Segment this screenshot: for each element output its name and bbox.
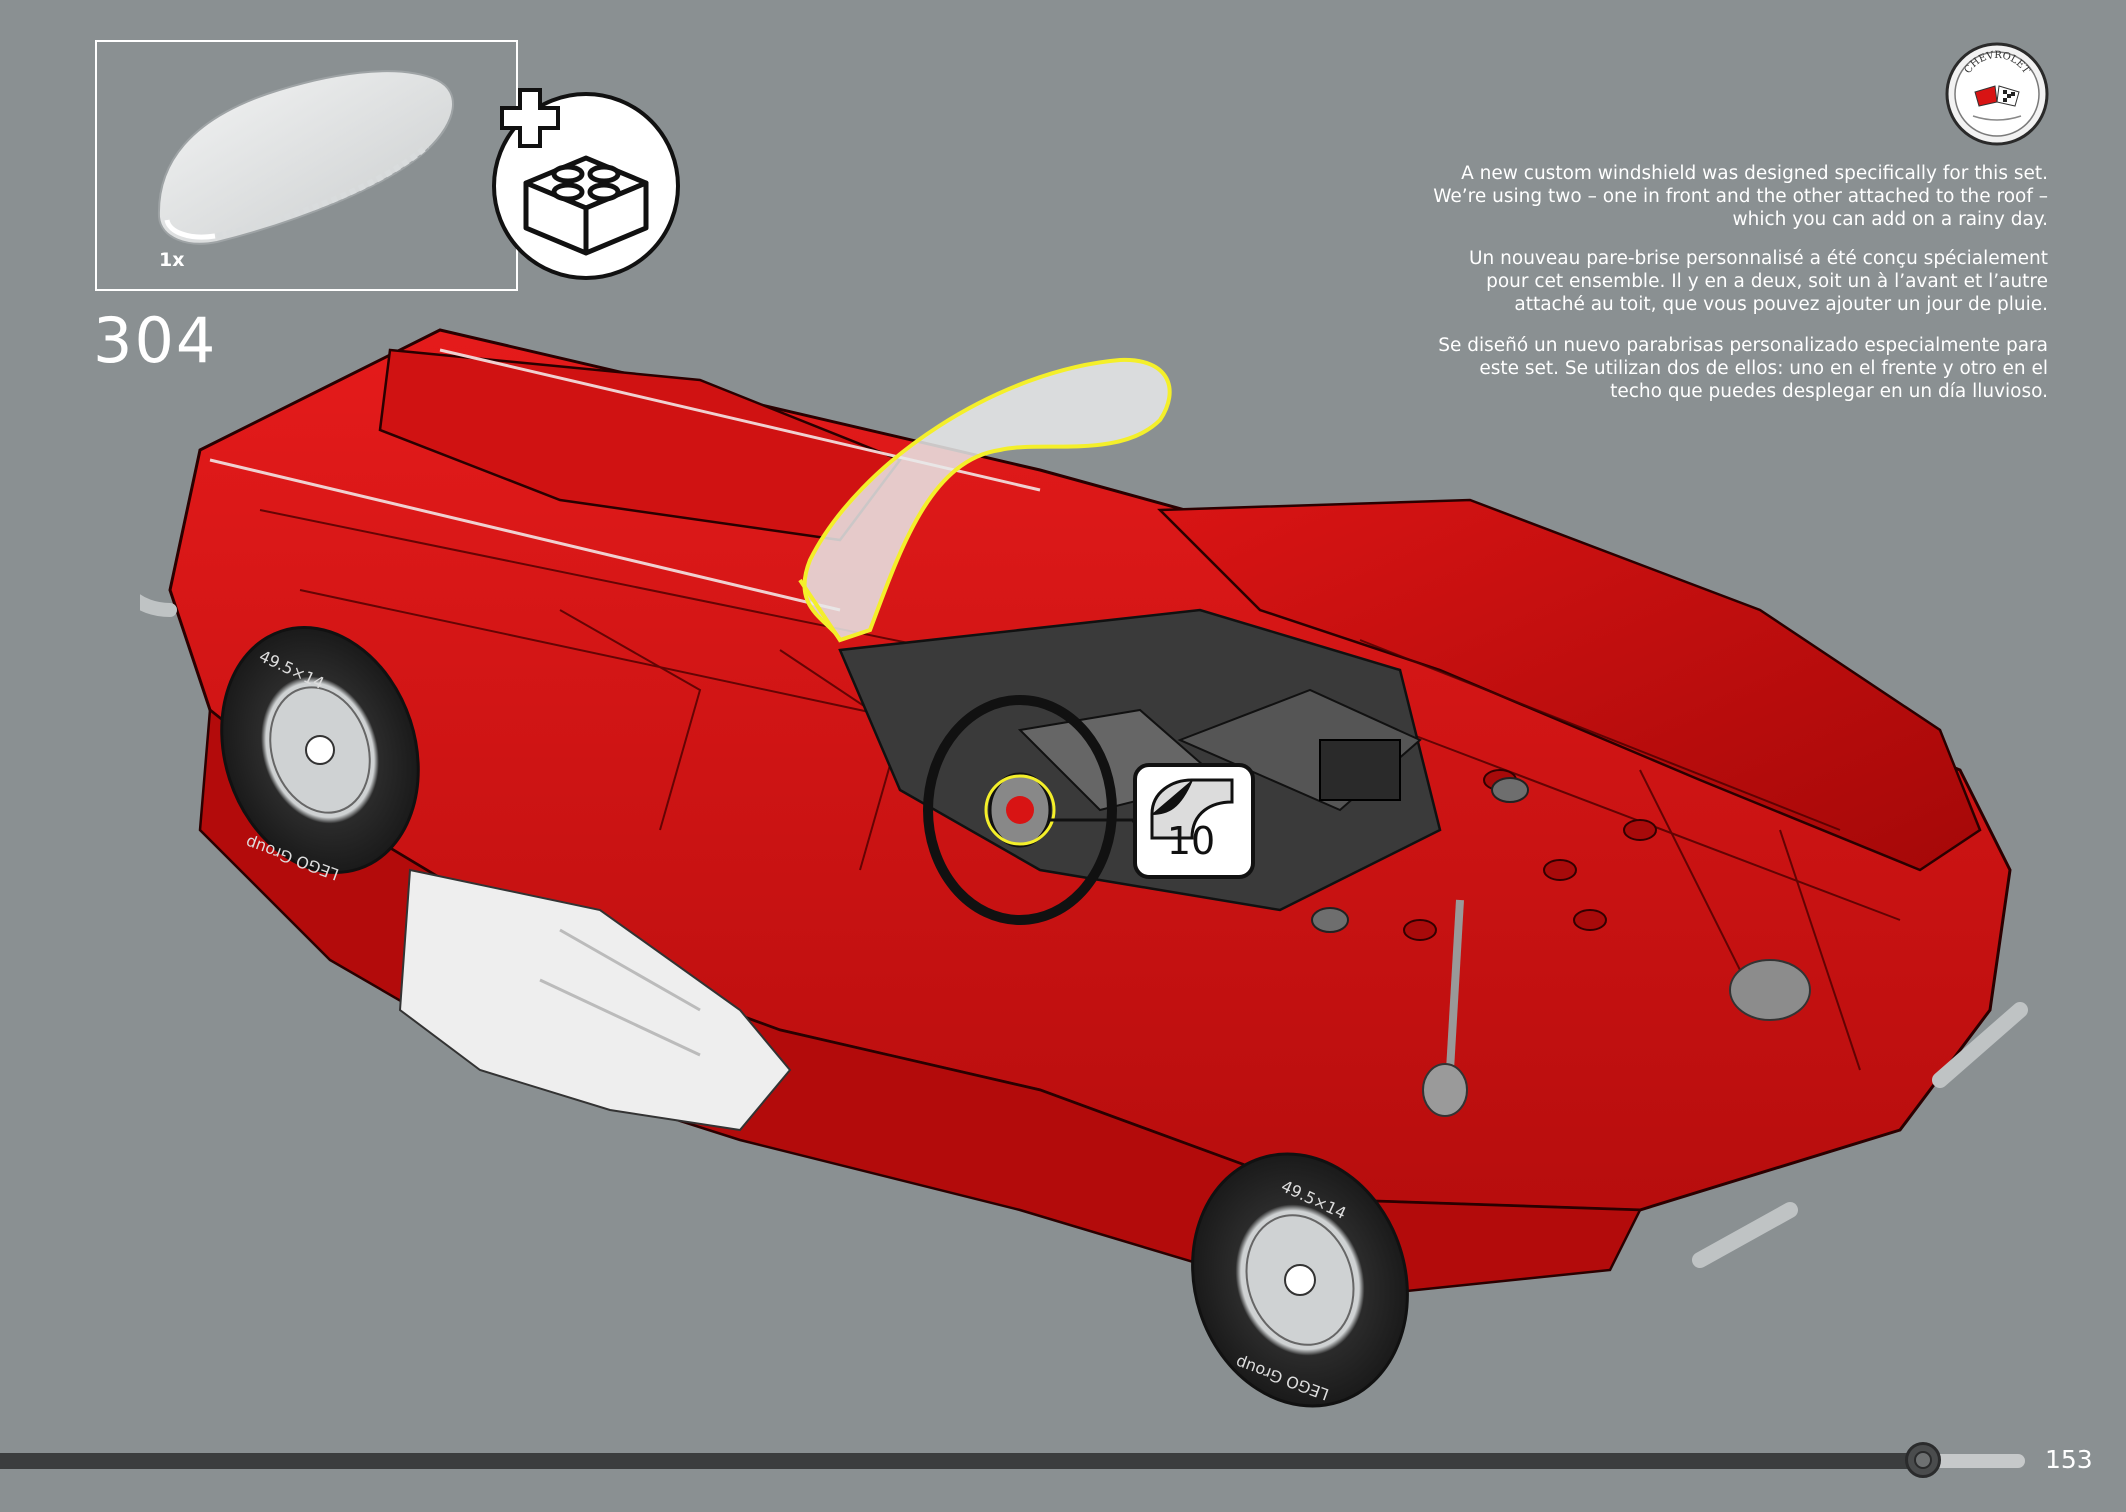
front-wheel: 49.5×14 LEGO Group (1191, 1152, 1409, 1408)
description-english: A new custom windshield was designed spe… (1433, 163, 2048, 230)
page-progress-remaining (1925, 1454, 2025, 1468)
page-progress-track (0, 1453, 1925, 1469)
rear-wheel: 49.5×14 LEGO Group (220, 626, 420, 884)
chevrolet-logo-icon: CHEVROLET (1945, 42, 2049, 146)
step-number: 304 (93, 304, 218, 377)
cockpit-interior (838, 608, 1811, 1117)
windshield-highlight (798, 357, 1172, 643)
page-number: 153 (2045, 1445, 2093, 1474)
sticker-callout (1132, 763, 1255, 879)
page-progress-indicator (1905, 1442, 1941, 1478)
windshield-piece-icon (157, 70, 454, 245)
corvette-model-illustration: 49.5×14 LEGO Group 49.5×14 LEGO Group (140, 328, 2028, 1408)
description-spanish: Se diseñó un nuevo parabrisas personaliz… (1438, 335, 2048, 402)
description-french: Un nouveau pare-brise personnalisé a été… (1469, 248, 2048, 315)
add-brick-icon (492, 88, 680, 280)
part-quantity: 1x (159, 249, 185, 271)
parts-needed-box: 1x (95, 40, 518, 291)
sticker-number: 10 (1166, 819, 1216, 863)
